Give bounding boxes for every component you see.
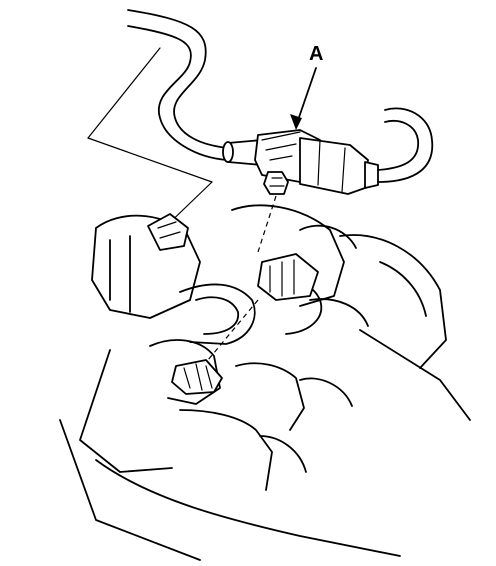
reference-lines [87,47,277,373]
callout-a: A [290,43,323,130]
engine-components [59,204,471,561]
callout-label-a: A [309,43,323,65]
connector-clips [147,213,319,395]
vacuum-hose [127,9,229,161]
outlet-hose [377,107,434,183]
part-a-valve [222,129,379,195]
